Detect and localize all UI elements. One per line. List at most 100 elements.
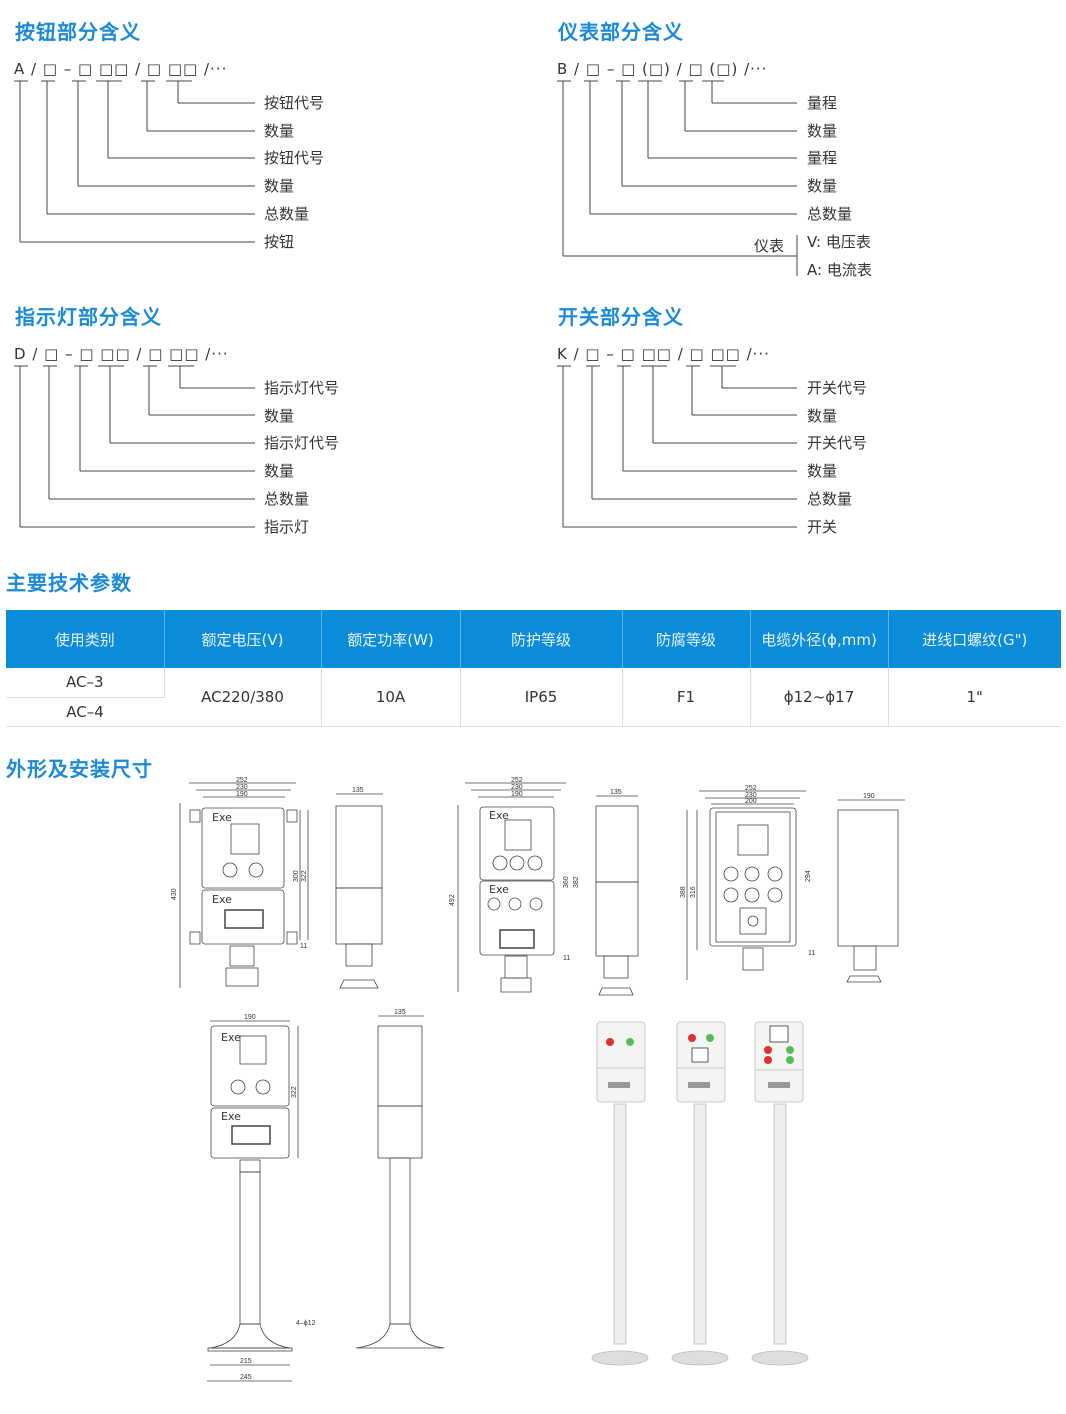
meter-label: 量程 — [807, 94, 838, 112]
dim-depth: 135 — [394, 1009, 406, 1016]
exe-mark: Exe — [221, 1031, 241, 1044]
dim-gap: 11 — [563, 955, 570, 962]
indicator-label: 指示灯 — [264, 518, 310, 536]
indicator-label: 指示灯代号 — [264, 379, 340, 397]
meter-label: 数量 — [807, 122, 838, 140]
code-connector-lines — [14, 80, 798, 528]
section-title-indicator: 指示灯部分含义 — [15, 305, 162, 329]
meter-type-label: 仪表 — [754, 237, 785, 255]
button-label: 数量 — [264, 122, 295, 140]
exe-mark: Exe — [221, 1110, 241, 1123]
power-cell: 10A — [321, 668, 461, 727]
button-label: 按钮代号 — [264, 94, 325, 112]
switch-code: K / □ – □ □□ / □ □□ /··· — [557, 345, 770, 363]
indicator-code: D / □ – □ □□ / □ □□ /··· — [14, 345, 229, 363]
table-row: AC–3 AC220/380 10A IP65 F1 ϕ12~ϕ17 1" — [6, 668, 1061, 727]
button-label: 按钮代号 — [264, 149, 325, 167]
col-header: 防腐等级 — [622, 610, 751, 668]
switch-label: 开关代号 — [807, 434, 868, 452]
meter-label: 总数量 — [807, 205, 853, 223]
dim-depth: 190 — [863, 793, 875, 800]
col-header: 电缆外径(ϕ,mm) — [750, 610, 889, 668]
exe-mark: Exe — [212, 811, 232, 824]
meter-code: B / □ – □ (□) / □ (□) /··· — [557, 60, 768, 78]
thread-cell: 1" — [888, 668, 1061, 727]
indicator-label: 总数量 — [264, 490, 310, 508]
exe-mark: Exe — [489, 809, 509, 822]
dim-height: 388 — [680, 886, 687, 898]
product-photo-1 — [591, 1021, 649, 1366]
dim-width: 190 — [244, 1014, 256, 1021]
switch-label: 总数量 — [807, 490, 853, 508]
col-header: 额定功率(W) — [321, 610, 461, 668]
product-photo-3 — [751, 1021, 809, 1366]
category-cell: AC–4 — [6, 697, 164, 727]
category-cell: AC–3 — [6, 668, 165, 698]
product-photo-2 — [671, 1021, 729, 1366]
drawing-1-side: 135 — [335, 787, 383, 989]
dim-width-mid: 230 — [745, 792, 757, 799]
meter-type-current: A: 电流表 — [807, 261, 872, 279]
section-title-specs: 主要技术参数 — [6, 571, 132, 595]
drawing-4-front: 190 Exe Exe 322 4–ϕ12 215 245 — [207, 1014, 316, 1382]
dim-width-outer: 252 — [236, 777, 248, 784]
dimension-drawings: 252 230 190 Exe Exe 430 300 322 11 135 2… — [171, 777, 905, 1382]
button-code: A / □ – □ □□ / □ □□ /··· — [14, 60, 228, 78]
dim-gap: 11 — [808, 950, 815, 957]
dim-width-outer: 252 — [511, 777, 523, 784]
switch-label: 开关 — [807, 518, 838, 536]
section-title-dimensions: 外形及安装尺寸 — [6, 757, 153, 781]
dim-height-inner: 294 — [805, 870, 812, 882]
col-header: 使用类别 — [6, 610, 165, 668]
table-header-row: 使用类别 额定电压(V) 额定功率(W) 防护等级 防腐等级 电缆外径(ϕ,mm… — [6, 610, 1061, 668]
col-header: 额定电压(V) — [164, 610, 322, 668]
drawing-1-front: 252 230 190 Exe Exe 430 300 322 11 — [171, 777, 309, 988]
dim-height-inner: 322 — [301, 870, 308, 882]
drawing-3-side: 190 — [837, 793, 905, 983]
exe-mark: Exe — [212, 893, 232, 906]
dim-base-inner: 215 — [240, 1358, 252, 1365]
exe-mark: Exe — [489, 883, 509, 896]
dim-width-inner: 190 — [236, 791, 248, 798]
voltage-cell: AC220/380 — [164, 668, 322, 727]
button-label: 按钮 — [264, 233, 295, 251]
col-header: 防护等级 — [460, 610, 623, 668]
switch-label: 开关代号 — [807, 379, 868, 397]
dim-height-mid: 360 — [563, 876, 570, 888]
section-title-switch: 开关部分含义 — [558, 305, 684, 329]
drawing-4-side: 135 — [355, 1009, 445, 1349]
dim-width-mid: 230 — [236, 784, 248, 791]
indicator-label: 数量 — [264, 462, 295, 480]
protection-cell: IP65 — [460, 668, 623, 727]
switch-label: 数量 — [807, 407, 838, 425]
meter-label: 数量 — [807, 177, 838, 195]
dim-width-mid: 230 — [511, 784, 523, 791]
dim-height: 322 — [291, 1086, 298, 1098]
dim-gap: 11 — [300, 943, 307, 950]
dim-depth: 135 — [352, 787, 364, 794]
dim-height: 430 — [171, 888, 178, 900]
dim-base-outer: 245 — [240, 1374, 252, 1381]
button-label: 数量 — [264, 177, 295, 195]
switch-label: 数量 — [807, 462, 838, 480]
dim-width-outer: 252 — [745, 785, 757, 792]
anticorrosion-cell: F1 — [622, 668, 751, 727]
button-label: 总数量 — [264, 205, 310, 223]
drawing-3-front: 252 230 200 388 316 294 11 — [680, 785, 815, 980]
dim-height-mid: 300 — [293, 870, 300, 882]
drawing-2-side: 135 — [595, 789, 639, 996]
specs-table: 使用类别 额定电压(V) 额定功率(W) 防护等级 防腐等级 电缆外径(ϕ,mm… — [6, 610, 1061, 727]
dim-depth: 135 — [610, 789, 622, 796]
section-title-button: 按钮部分含义 — [15, 20, 141, 44]
dim-height-inner: 382 — [573, 876, 580, 888]
col-header: 进线口螺纹(G") — [888, 610, 1061, 668]
indicator-label: 指示灯代号 — [264, 434, 340, 452]
meter-label: 量程 — [807, 149, 838, 167]
table-row: AC–4 — [6, 697, 1061, 727]
dim-holes: 4–ϕ12 — [296, 1320, 316, 1327]
drawing-2-front: 252 230 190 Exe Exe 492 360 382 11 — [449, 777, 580, 993]
dim-width-inner: 190 — [511, 791, 523, 798]
dim-height: 492 — [449, 894, 456, 906]
meter-type-voltage: V: 电压表 — [807, 233, 871, 251]
cable-cell: ϕ12~ϕ17 — [750, 668, 889, 727]
